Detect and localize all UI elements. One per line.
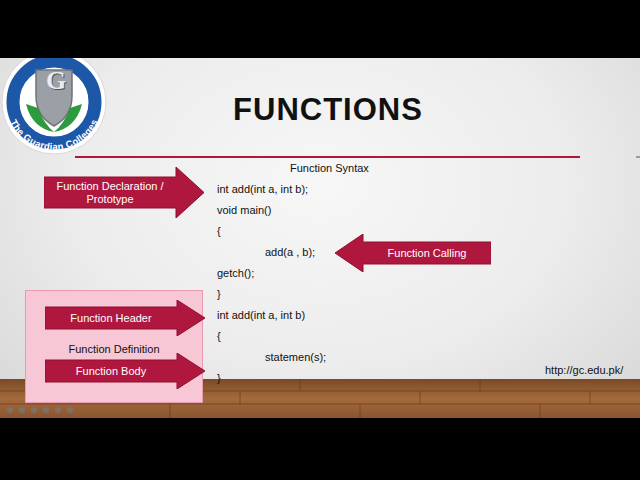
arrow-caption: Function Body xyxy=(76,365,146,378)
svg-text:The Guardian Colleges: The Guardian Colleges xyxy=(8,117,99,152)
edge-tick xyxy=(636,157,640,158)
arrow-label: Function Calling xyxy=(335,234,491,272)
slide-controls xyxy=(7,407,73,413)
code-line: { xyxy=(217,329,221,343)
arrow-label: Function Body xyxy=(45,353,205,389)
arrow-outline xyxy=(45,353,205,389)
arrow-text-area: Function Declaration / Prototype xyxy=(44,167,176,218)
slide-background: The Guardian Colleges FUNCTIONS Function … xyxy=(0,58,640,418)
arrow-text-area: Function Calling xyxy=(363,234,491,272)
arrow-caption: Function Calling xyxy=(388,247,467,260)
arrow-caption: Function Declaration / Prototype xyxy=(44,180,176,206)
section-heading: Function Syntax xyxy=(290,161,369,175)
code-line: { xyxy=(217,224,221,238)
arrow-outline xyxy=(44,167,204,218)
arrow-text-area: Function Header xyxy=(45,300,177,336)
code-line: } xyxy=(217,371,221,385)
arrow-text-column: Function Header xyxy=(70,312,151,325)
arrow-outline xyxy=(45,300,205,336)
box-caption: Function Definition xyxy=(26,342,202,356)
arrow-text-column: Function Declaration / Prototype xyxy=(44,180,176,206)
code-line: statemen(s); xyxy=(265,350,326,364)
arrow-caption: Function Header xyxy=(70,312,151,325)
logo-letter: G xyxy=(38,66,74,96)
code-line: int add(int a, int b); xyxy=(217,182,308,196)
website-url: http://gc.edu.pk/ xyxy=(545,363,623,377)
arrow-text-column: Function Body xyxy=(76,365,146,378)
definition-box: Function Definition Function HeaderFuncti… xyxy=(25,290,203,403)
code-line: add(a , b); xyxy=(265,245,315,259)
slide-title: FUNCTIONS xyxy=(0,92,640,128)
arrow-label: Function Declaration / Prototype xyxy=(44,167,204,218)
arrow-outline xyxy=(335,234,491,272)
code-line: int add(int a, int b) xyxy=(217,308,305,322)
code-line: } xyxy=(217,287,221,301)
title-underline xyxy=(75,156,580,158)
code-line: getch(); xyxy=(217,266,254,280)
arrow-text-area: Function Body xyxy=(45,353,177,389)
code-line: void main() xyxy=(217,203,271,217)
arrow-text-column: Function Calling xyxy=(388,247,467,260)
logo-text: The Guardian Colleges xyxy=(8,117,99,152)
arrow-label: Function Header xyxy=(45,300,205,336)
